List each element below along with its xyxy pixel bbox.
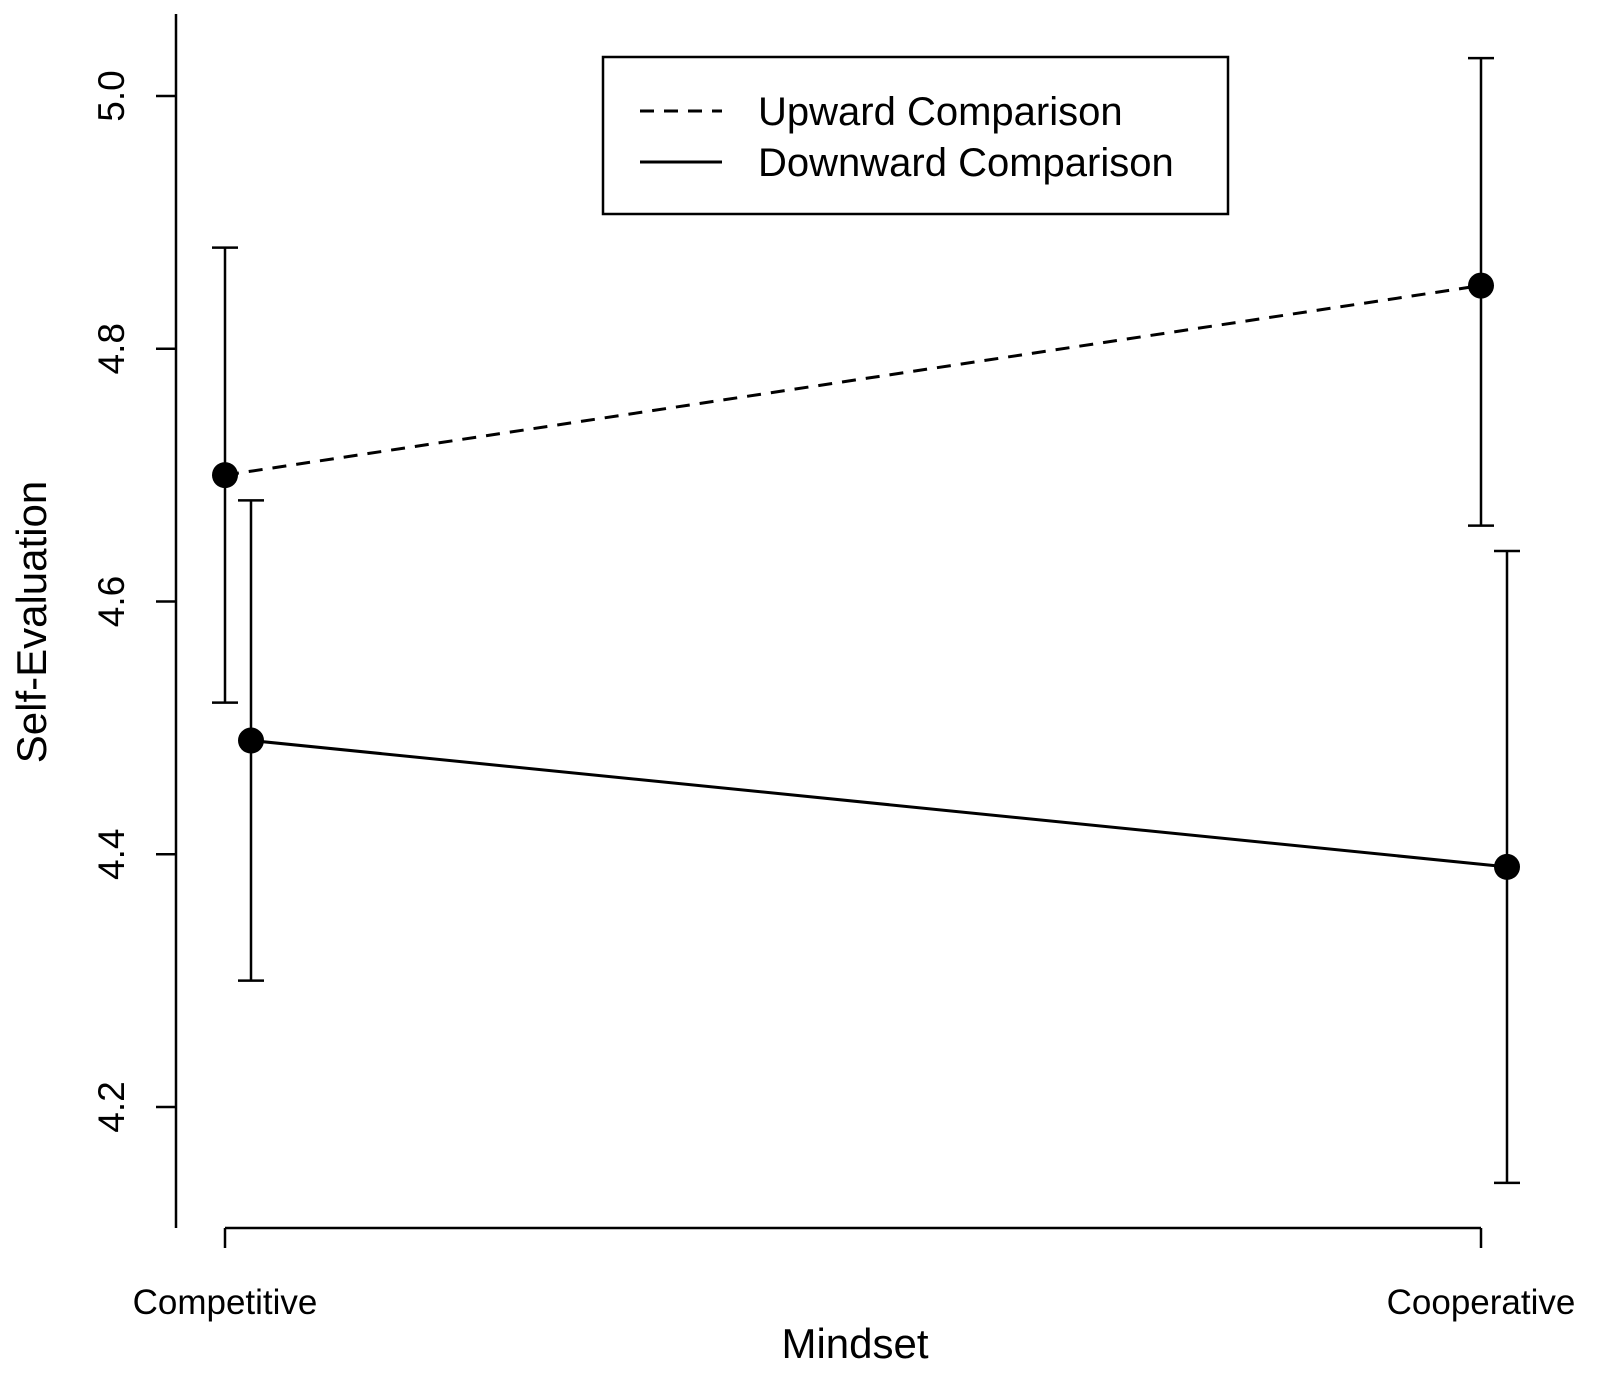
y-tick-label: 4.2 (91, 1081, 132, 1132)
legend-label-downward: Downward Comparison (758, 141, 1174, 185)
x-axis-title: Mindset (781, 1320, 928, 1367)
y-tick-label: 4.4 (91, 829, 132, 880)
y-tick-label: 4.8 (91, 323, 132, 374)
data-point (1468, 272, 1494, 299)
series-downward (238, 499, 1520, 1185)
y-tick-label: 4.6 (91, 576, 132, 627)
y-tick-label: 5.0 (91, 70, 132, 121)
legend-box (601, 55, 1230, 216)
series-layer (212, 56, 1520, 1185)
data-point (238, 727, 264, 754)
legend-label-upward: Upward Comparison (758, 90, 1123, 134)
data-point (212, 462, 238, 489)
data-point (1494, 853, 1520, 880)
legend: Upward Comparison Downward Comparison (601, 55, 1230, 216)
y-ticks: 4.2 4.4 4.6 4.8 5.0 (91, 70, 176, 1133)
x-ticks: Competitive Cooperative (133, 1228, 1576, 1322)
x-tick-label: Competitive (133, 1283, 318, 1322)
series-line (250, 739, 1508, 869)
series-upward (212, 56, 1494, 704)
y-axis-title: Self-Evaluation (8, 481, 55, 764)
x-tick-label: Cooperative (1387, 1283, 1576, 1322)
series-line (224, 284, 1482, 477)
